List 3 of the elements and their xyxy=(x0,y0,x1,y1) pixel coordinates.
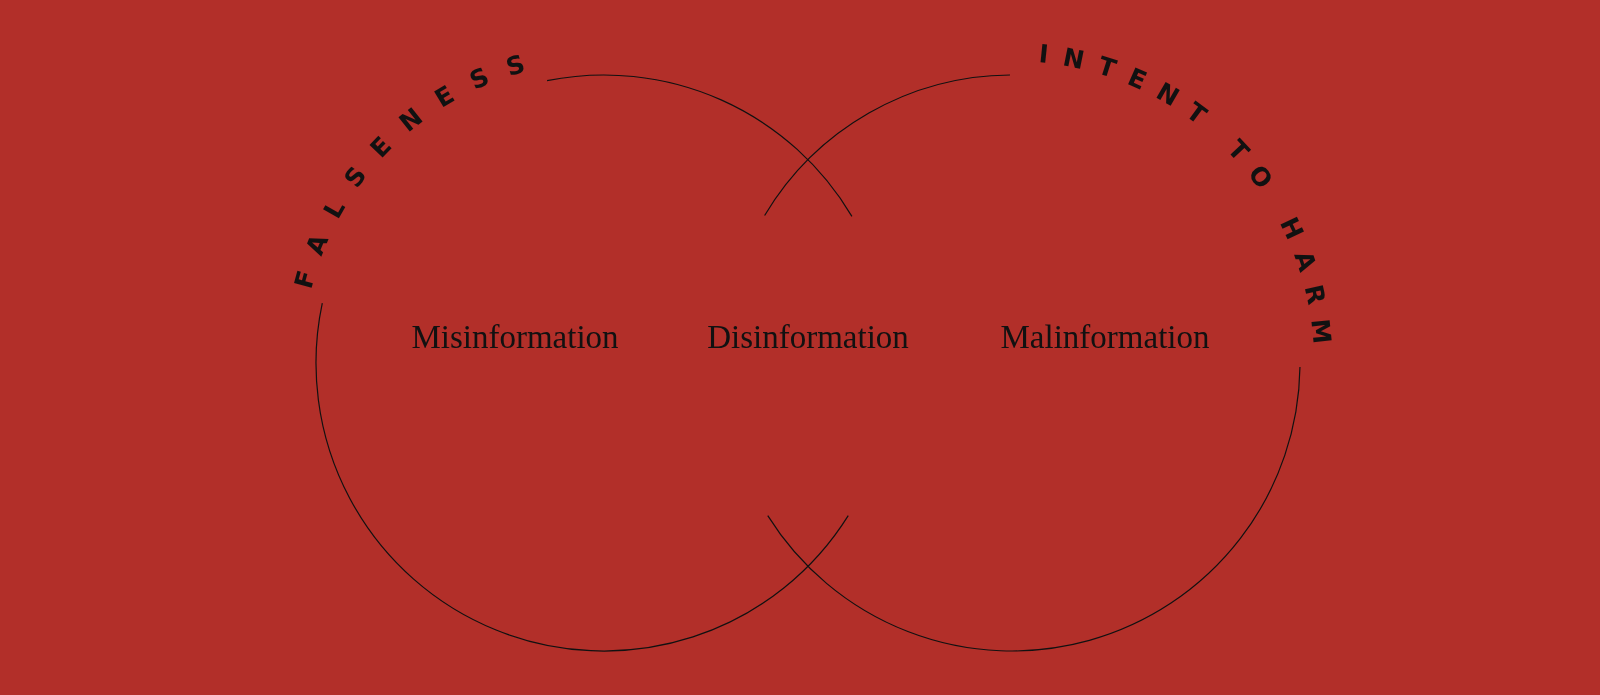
region-label: Misinformation xyxy=(411,318,619,356)
region-label: Malinformation xyxy=(1000,318,1210,356)
region-label: Disinformation xyxy=(707,318,909,356)
